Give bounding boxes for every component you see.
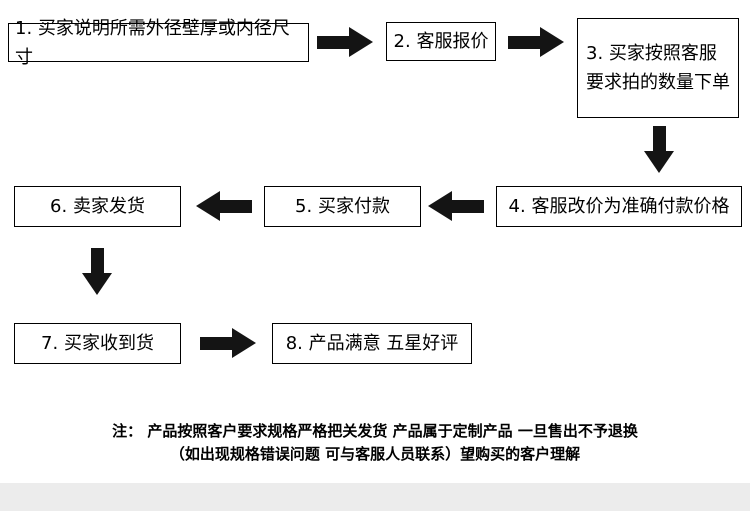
arrow-shaft	[200, 336, 232, 350]
arrow-right-icon	[317, 27, 373, 57]
arrow-shaft	[452, 199, 484, 213]
arrow-head	[349, 27, 373, 57]
footer-strip	[0, 483, 750, 511]
arrow-head	[428, 191, 452, 221]
flow-step-1: 1. 买家说明所需外径壁厚或内径尺寸	[8, 18, 309, 68]
arrow-head	[644, 151, 674, 173]
arrow-shaft	[220, 199, 252, 213]
arrow-left-icon	[196, 191, 252, 221]
flow-step-5-label: 5. 买家付款	[295, 196, 390, 217]
arrow-right-icon	[200, 328, 256, 358]
arrow-head	[196, 191, 220, 221]
flow-step-3-label: 3. 买家按照客服要求拍的数量下单	[586, 43, 730, 93]
flow-step-8-label: 8. 产品满意 五星好评	[285, 333, 459, 354]
arrow-head	[540, 27, 564, 57]
arrow-right-icon	[508, 27, 564, 57]
flow-step-2: 2. 客服报价	[386, 22, 496, 61]
arrow-shaft	[317, 35, 349, 49]
arrow-down-icon	[82, 248, 112, 295]
arrow-shaft	[652, 126, 666, 151]
disclaimer-note: 注： 产品按照客户要求规格严格把关发货 产品属于定制产品 一旦售出不予退换 （如…	[0, 420, 750, 466]
arrow-shaft	[90, 248, 104, 273]
flow-step-8: 8. 产品满意 五星好评	[272, 323, 472, 364]
flow-step-1-label: 1. 买家说明所需外径壁厚或内径尺寸	[15, 17, 290, 68]
flow-step-6-label: 6. 卖家发货	[50, 196, 145, 217]
flow-step-7-label: 7. 买家收到货	[41, 333, 154, 354]
arrow-down-icon	[644, 126, 674, 173]
flow-step-5: 5. 买家付款	[264, 186, 421, 227]
flow-step-4: 4. 客服改价为准确付款价格	[496, 186, 742, 227]
flow-step-2-label: 2. 客服报价	[393, 31, 489, 52]
arrow-left-icon	[428, 191, 484, 221]
flow-step-4-label: 4. 客服改价为准确付款价格	[508, 196, 730, 217]
disclaimer-note-line-1: 注： 产品按照客户要求规格严格把关发货 产品属于定制产品 一旦售出不予退换	[112, 422, 638, 440]
arrow-head	[82, 273, 112, 295]
flow-step-3: 3. 买家按照客服要求拍的数量下单	[577, 18, 739, 118]
disclaimer-note-line-2: （如出现规格错误问题 可与客服人员联系）望购买的客户理解	[169, 445, 581, 463]
arrow-shaft	[508, 35, 540, 49]
flow-step-7: 7. 买家收到货	[14, 323, 181, 364]
arrow-head	[232, 328, 256, 358]
flow-step-6: 6. 卖家发货	[14, 186, 181, 227]
